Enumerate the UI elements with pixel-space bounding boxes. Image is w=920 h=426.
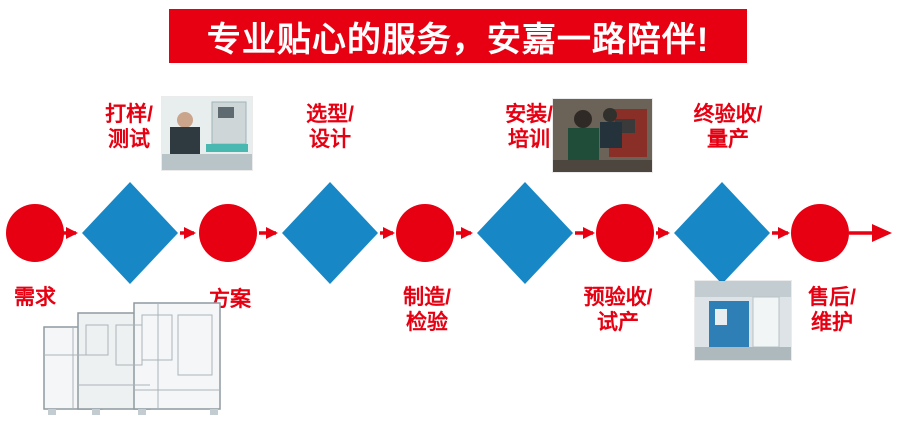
step-shapes xyxy=(6,182,849,284)
step-label-aftersales-maintenance: 售后/ 维护 xyxy=(808,286,856,334)
final-acceptance-photo xyxy=(695,281,791,360)
step-label-demand: 需求 xyxy=(14,286,56,309)
step-label-prototype-testing: 打样/ 测试 xyxy=(105,103,153,151)
install-training-photo xyxy=(553,99,652,172)
step-shape-selection-design xyxy=(282,182,378,284)
equipment-line-drawing xyxy=(38,295,236,420)
prototype-testing-photo xyxy=(162,97,252,170)
step-label-manufacture-inspection: 制造/ 检验 xyxy=(403,286,451,334)
banner: 专业贴心的服务，安嘉一路陪伴! xyxy=(169,9,747,63)
step-label-final-acceptance-mass: 终验收/ 量产 xyxy=(693,103,763,151)
step-shape-final-acceptance-mass xyxy=(674,182,770,284)
step-shape-manufacture-inspection xyxy=(396,204,454,262)
step-shape-aftersales-maintenance xyxy=(791,204,849,262)
step-shape-pre-acceptance-trial xyxy=(596,204,654,262)
step-label-pre-acceptance-trial: 预验收/ 试产 xyxy=(583,286,653,334)
step-shape-prototype-testing xyxy=(82,182,178,284)
banner-text: 专业贴心的服务，安嘉一路陪伴! xyxy=(206,20,710,59)
step-label-selection-design: 选型/ 设计 xyxy=(306,103,354,151)
step-label-install-training: 安装/ 培训 xyxy=(505,103,553,151)
step-shape-plan xyxy=(199,204,257,262)
step-shape-demand xyxy=(6,204,64,262)
step-shape-install-training xyxy=(477,182,573,284)
